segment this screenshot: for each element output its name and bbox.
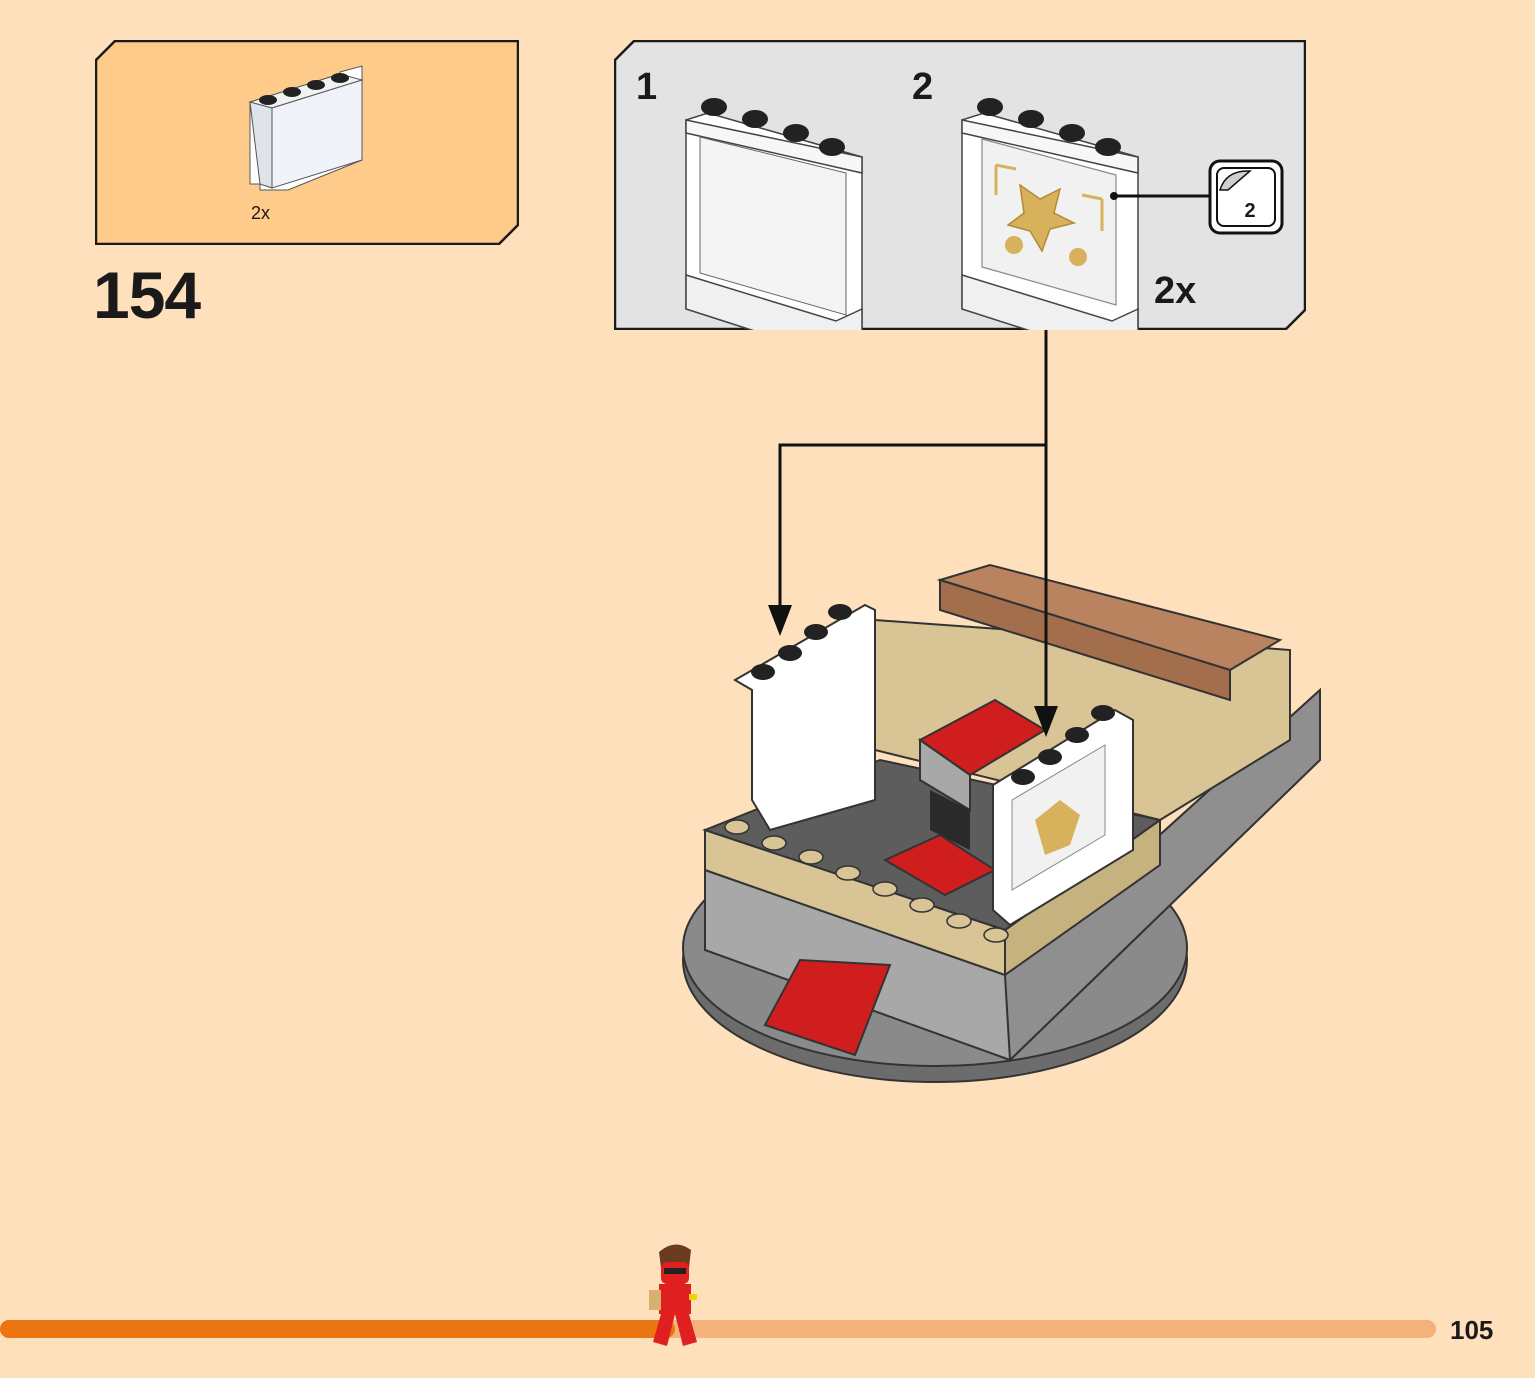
- front-studs: [724, 819, 1009, 943]
- arrow-head-left: [768, 605, 792, 636]
- sticker-number: 2: [1244, 200, 1256, 222]
- step-number: 154: [93, 258, 201, 332]
- placed-decorated-panel-right: [992, 705, 1134, 927]
- page-number: 105: [1450, 1315, 1494, 1345]
- parts-list-frame: [95, 40, 519, 245]
- substep-panel-frame: [614, 40, 1306, 330]
- placed-white-panel-left: [733, 603, 876, 832]
- substep-quantity: 2x: [1154, 270, 1197, 312]
- white-panel-1x4x3-icon: [248, 65, 364, 191]
- white-panel-1x4x3-icon: [685, 98, 863, 330]
- substep-number-1: 1: [636, 66, 658, 108]
- red-front-slope: [763, 958, 892, 1057]
- part-quantity: 2x: [251, 203, 271, 223]
- parts-list-box: 2x: [95, 40, 519, 245]
- minifigure-progress-marker-icon: [648, 1244, 697, 1346]
- sticker-peel-icon: [1218, 170, 1252, 191]
- sticker-badge: [1208, 159, 1284, 235]
- arrow-head-right: [1034, 706, 1058, 737]
- substep-panel: 1 2 2 2x: [614, 40, 1306, 330]
- page-progress-bar: [0, 1320, 1436, 1338]
- page-progress-fill: [0, 1320, 675, 1338]
- decorated-panel-1x4x3-icon: [961, 98, 1139, 330]
- substep-number-2: 2: [912, 66, 934, 108]
- placement-arrows: [778, 330, 1048, 712]
